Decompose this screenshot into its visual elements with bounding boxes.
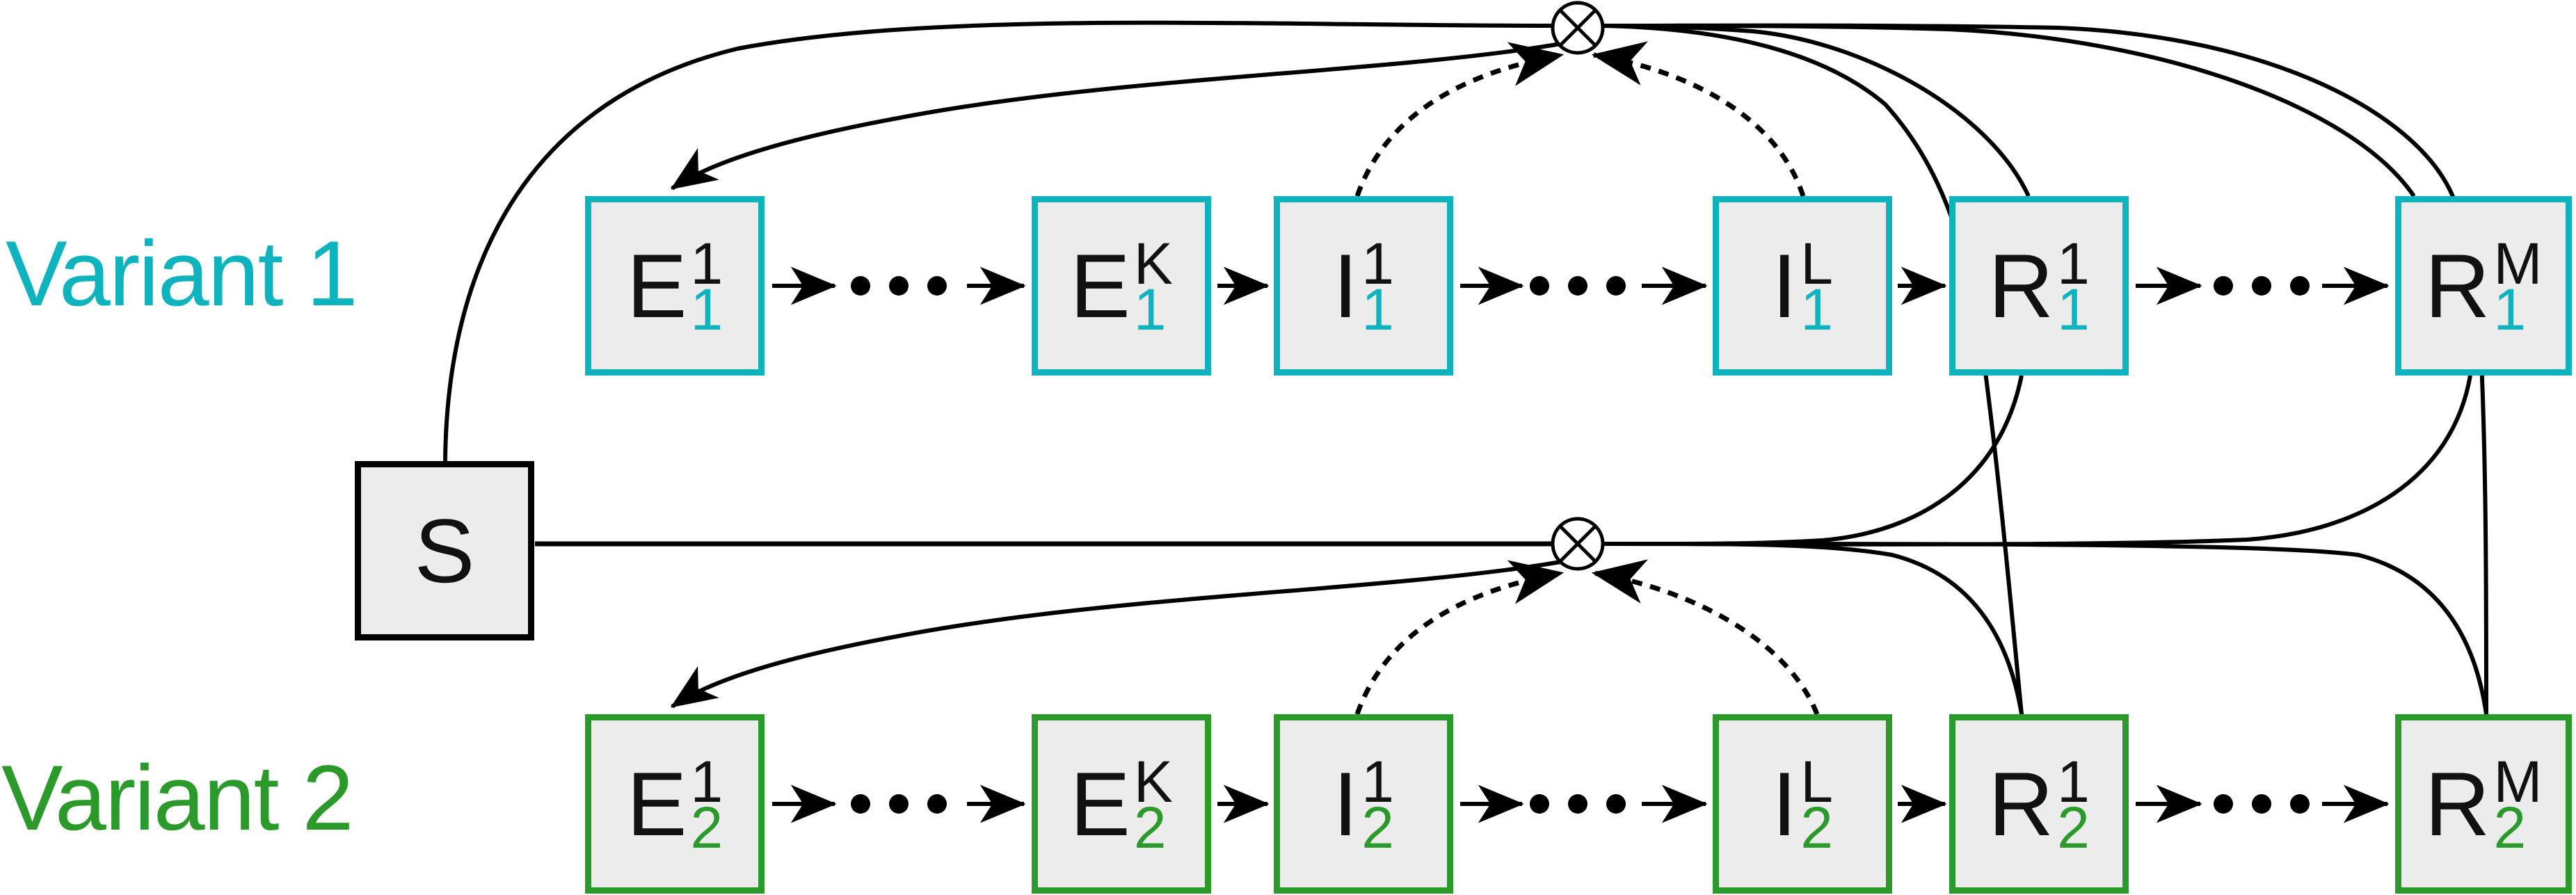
ellipsis-i-stages-v2 [1530, 794, 1626, 814]
variant-2-label: Variant 2 [1, 747, 353, 850]
compartment-subscript: 1 [1800, 277, 1833, 342]
compartment-superscript: K [1133, 231, 1173, 297]
compartment-letter: R [1988, 753, 2054, 855]
compartment-letter: R [2424, 753, 2490, 855]
compartment-superscript: 1 [690, 749, 723, 815]
ellipsis-i-stages-v1 [1530, 276, 1626, 296]
compartment-superscript: K [1133, 749, 1173, 815]
compartment-superscript: 1 [1361, 231, 1394, 297]
reinfection-rm1-to-foi2-curve [1602, 375, 2472, 547]
reinfection-rm2-to-foi1-curve [1602, 23, 2488, 715]
compartment-subscript: 1 [1133, 277, 1167, 342]
compartment-superscript: 1 [2057, 231, 2090, 297]
compartment-subscript: 1 [690, 277, 723, 342]
multiply-node-variant2-icon [1551, 517, 1605, 571]
compartment-subscript: 2 [1800, 795, 1833, 860]
reinfection-r11-to-foi1-curve [1602, 24, 2031, 197]
compartment-letter: E [626, 753, 687, 855]
reinfection-r11-to-foi2-curve [1602, 375, 2024, 547]
infectivity-il1-to-foi1-dashed-arrow [1591, 41, 1806, 197]
compartment-letter: I [1333, 753, 1359, 855]
compartment-subscript: 2 [690, 795, 723, 860]
infectivity-il2-to-foi2-dashed-arrow [1591, 559, 1820, 716]
compartment-subscript: 2 [2493, 795, 2527, 860]
compartment-superscript: L [1800, 749, 1833, 815]
compartment-letter: E [1070, 753, 1130, 855]
compartment-letter: R [1988, 235, 2054, 337]
compartment-superscript: M [2493, 749, 2543, 815]
compartment-letter: I [1772, 753, 1798, 855]
compartment-letter: I [1772, 235, 1798, 337]
compartment-subscript: 1 [1361, 277, 1394, 342]
ellipsis-e-stages-v1 [851, 276, 947, 296]
compartment-superscript: M [2493, 231, 2543, 297]
infectivity-i11-to-foi1-dashed-arrow [1354, 42, 1565, 197]
compartment-subscript: 2 [1361, 795, 1394, 860]
compartment-superscript: 1 [690, 231, 723, 297]
compartment-letter: I [1333, 235, 1359, 337]
foi2-to-e12-arrow [670, 560, 1561, 709]
compartment-letter: E [1070, 235, 1130, 337]
multiply-node-variant1-icon [1551, 1, 1605, 55]
variant-1-label: Variant 1 [6, 223, 358, 325]
ellipsis-e-stages-v2 [851, 794, 947, 814]
compartment-subscript: 2 [1133, 795, 1167, 860]
compartment-letter: R [2424, 235, 2490, 337]
reinfection-rm1-to-foi1-curve [1602, 23, 2416, 197]
compartment-s: S [355, 461, 534, 640]
compartment-s-label: S [414, 500, 475, 602]
compartment-subscript: 2 [2057, 795, 2090, 860]
reinfection-r12-to-foi2-curve [1602, 541, 2024, 715]
compartment-superscript: L [1800, 231, 1833, 297]
flow-s-to-foi1-curve [443, 20, 1553, 462]
compartment-superscript: 1 [1361, 749, 1394, 815]
compartment-subscript: 1 [2057, 277, 2090, 342]
infectivity-i12-to-foi2-dashed-arrow [1354, 560, 1565, 716]
compartment-superscript: 1 [2057, 749, 2090, 815]
foi1-to-e11-arrow [670, 42, 1561, 191]
ellipsis-r-stages-v1 [2214, 276, 2310, 296]
compartment-letter: E [626, 235, 687, 337]
reinfection-rm2-to-foi2-curve [1602, 541, 2488, 715]
compartment-subscript: 1 [2493, 277, 2527, 342]
ellipsis-r-stages-v2 [2214, 794, 2310, 814]
